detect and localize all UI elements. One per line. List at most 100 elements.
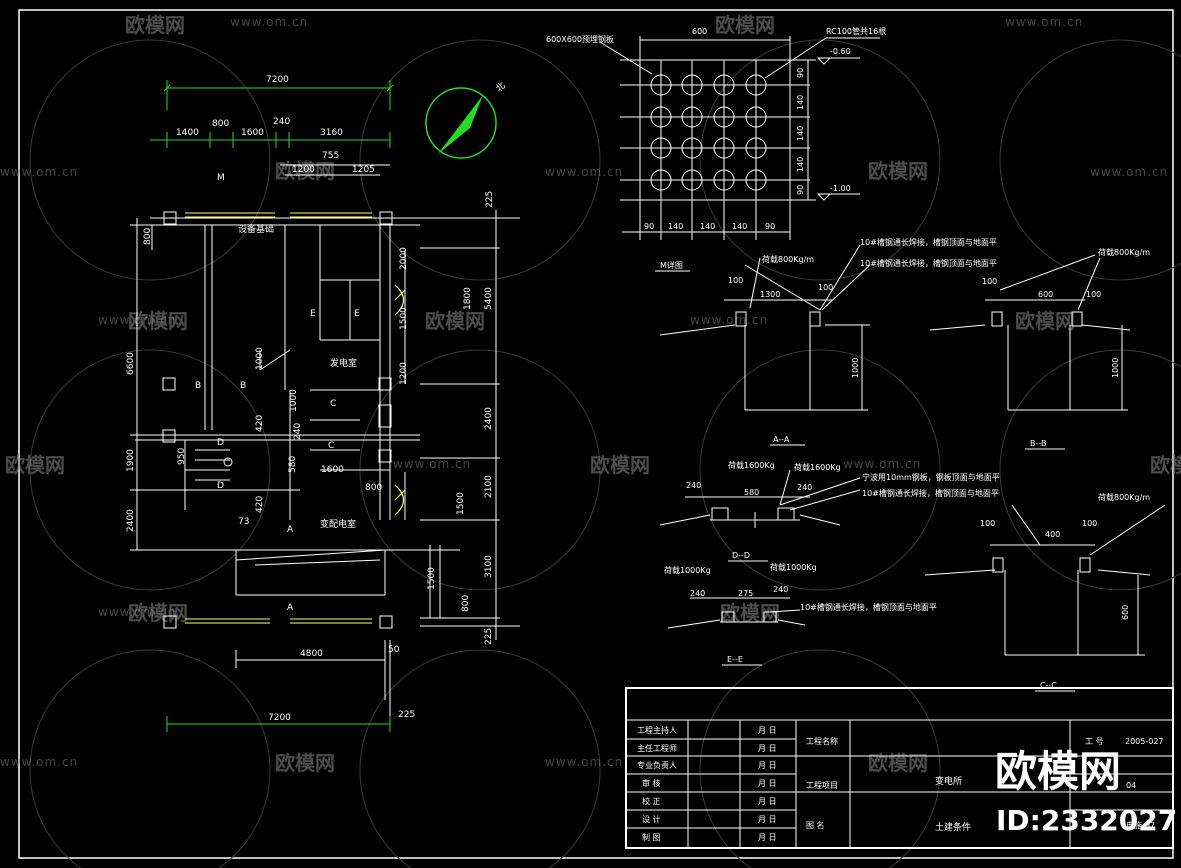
tb-date: 月 日 [758, 726, 777, 735]
tb-drawing-no: 电施-07 [1126, 820, 1155, 830]
watermark-url: www.om.cn [393, 457, 471, 471]
watermark-url: www.om.cn [1090, 165, 1168, 179]
grid-elev-bottom: -1.00 [830, 184, 851, 193]
section-aa-caption: A--A [773, 435, 790, 444]
section-ee-dim: 275 [738, 589, 753, 598]
watermark-brand: 欧模网 [128, 601, 188, 625]
label-section-e: E [310, 309, 316, 319]
watermark-brand: 欧模网 [590, 453, 650, 477]
grid-row-dim: 140 [796, 126, 805, 141]
grid-row-dim: 90 [796, 68, 805, 78]
dim-right: 225 [484, 628, 494, 645]
grid-elev-top: -0.60 [830, 47, 851, 56]
stamp-id: ID:2332027 [996, 804, 1177, 837]
section-cc-dim: 400 [1045, 530, 1060, 539]
stamp-brand: 欧模网 [995, 747, 1121, 796]
section-ee: 荷载1000Kg 荷载1000Kg 240 275 240 10#槽钢通长焊接，… [664, 562, 937, 666]
dim-inner: 1000 [255, 347, 265, 370]
dim-inner: 240 [293, 423, 303, 440]
dim-right: 225 [485, 191, 495, 208]
label-power-room: 发电室 [330, 357, 357, 369]
dim-sub: 755 [322, 151, 339, 161]
section-aa-load: 荷载800Kg/m [762, 254, 814, 264]
watermark-url: www.om.cn [1005, 15, 1083, 29]
dim-right: 2100 [484, 475, 494, 498]
section-note: 10#槽钢通长焊接，槽钢顶面与地面平 [862, 488, 999, 498]
grid-label-left: 600X600预埋钢板 [546, 34, 614, 44]
dim-inner: 1200 [399, 362, 409, 385]
dim-sub: 1200 [292, 165, 315, 175]
grid-label-right: RC100管共16根 [826, 26, 886, 36]
dim-left: 2400 [126, 509, 136, 532]
section-dd-load: 荷载1600Kg [728, 460, 775, 470]
tb-row-label: 校 正 [642, 796, 661, 806]
section-cc-dim: 100 [1082, 519, 1097, 528]
north-arrow-icon [438, 95, 483, 154]
dim-left: 1900 [126, 449, 136, 472]
grid-row-dim: 140 [796, 157, 805, 172]
section-cc-load: 荷载800Kg/m [1098, 492, 1150, 502]
tb-row-label: 设 计 [642, 814, 661, 824]
section-ee-caption: E--E [727, 655, 743, 664]
tb-date: 月 日 [758, 797, 777, 806]
section-note: 10#槽钢通长焊接，槽钢顶面与地面平 [800, 602, 937, 612]
label-transformer-room: 变配电室 [320, 518, 356, 530]
tb-row-label: 审 核 [642, 778, 661, 788]
watermark-brand: 欧模网 [715, 13, 775, 37]
watermark-brand: 欧模网 [720, 601, 780, 625]
m-detail-grid: 600X600预埋钢板 RC100管共16根 600 [546, 26, 886, 272]
dim-inner: 580 [288, 456, 298, 473]
tb-date: 月 日 [758, 833, 777, 842]
dim-inner: 420 [255, 415, 265, 432]
watermark-url: www.om.cn [545, 755, 623, 769]
dim-right: 2000 [399, 247, 409, 270]
section-cc-dim: 100 [980, 519, 995, 528]
dim-inner: 1500 [399, 307, 409, 330]
dim-bottom-total: 7200 [268, 713, 291, 723]
dim-bottom: 225 [398, 710, 415, 720]
dim-top-seg: 1400 [176, 128, 199, 138]
grid-row-dim: 90 [796, 185, 805, 195]
watermark-brand: 欧模网 [868, 751, 928, 775]
label-section-d: D [217, 481, 224, 491]
watermark-brand: 欧模网 [1015, 309, 1075, 333]
section-bb-caption: B--B [1030, 439, 1046, 448]
dim-right: 3100 [484, 555, 494, 578]
drawing-border [18, 9, 1174, 859]
section-dd-dim: 240 [686, 481, 701, 490]
tb-project-name-label: 工程名称 [806, 736, 838, 746]
grid-width: 600 [692, 27, 707, 36]
tb-no-label: 工 号 [1085, 737, 1104, 746]
dim-top-seg: 1600 [241, 128, 264, 138]
tb-row-label: 专业负责人 [637, 760, 677, 770]
dim-inner: 800 [461, 595, 471, 612]
tb-date: 月 日 [758, 761, 777, 770]
label-section-c: C [328, 441, 334, 451]
dim-inner: 950 [177, 448, 187, 465]
tb-project-item-value: 变电所 [935, 775, 962, 787]
north-arrow-circle [425, 87, 497, 159]
section-bb-dim: 600 [1038, 290, 1053, 299]
floor-plan: 7200 1400 800 1600 240 3160 755 1200 120… [126, 75, 520, 732]
dim-inner: 800 [365, 483, 382, 493]
section-aa-dim: 100 [818, 283, 833, 292]
watermark-url: www.om.cn [98, 605, 176, 619]
dim-left: 6600 [126, 352, 136, 375]
tb-row-label: 工程主持人 [637, 725, 677, 735]
section-aa-dim: 1000 [851, 358, 860, 378]
section-note: 宁波用10mm钢板，钢板顶面与地面平 [862, 472, 1000, 482]
section-note: 10#槽钢通长焊接，槽钢顶面与地面平 [860, 258, 997, 268]
label-section-a: A [287, 525, 294, 535]
title-block: 工程主持人 主任工程师 专业负责人 审 核 校 正 设 计 制 图 月 日 月 … [625, 687, 1174, 849]
label-section-b: B [240, 381, 246, 391]
dim-bottom: 4800 [300, 649, 323, 659]
label-section-d: D [217, 438, 224, 448]
grid-row-dim: 140 [796, 95, 805, 110]
watermark-brand: 欧模网 [868, 159, 928, 183]
north-label: 北 [494, 80, 508, 94]
watermark-url: www.om.cn [0, 755, 78, 769]
grid-col-dim: 140 [668, 222, 683, 231]
label-m: M [217, 173, 225, 183]
dim-right: 2400 [484, 407, 494, 430]
dim-inner: 1800 [463, 287, 473, 310]
